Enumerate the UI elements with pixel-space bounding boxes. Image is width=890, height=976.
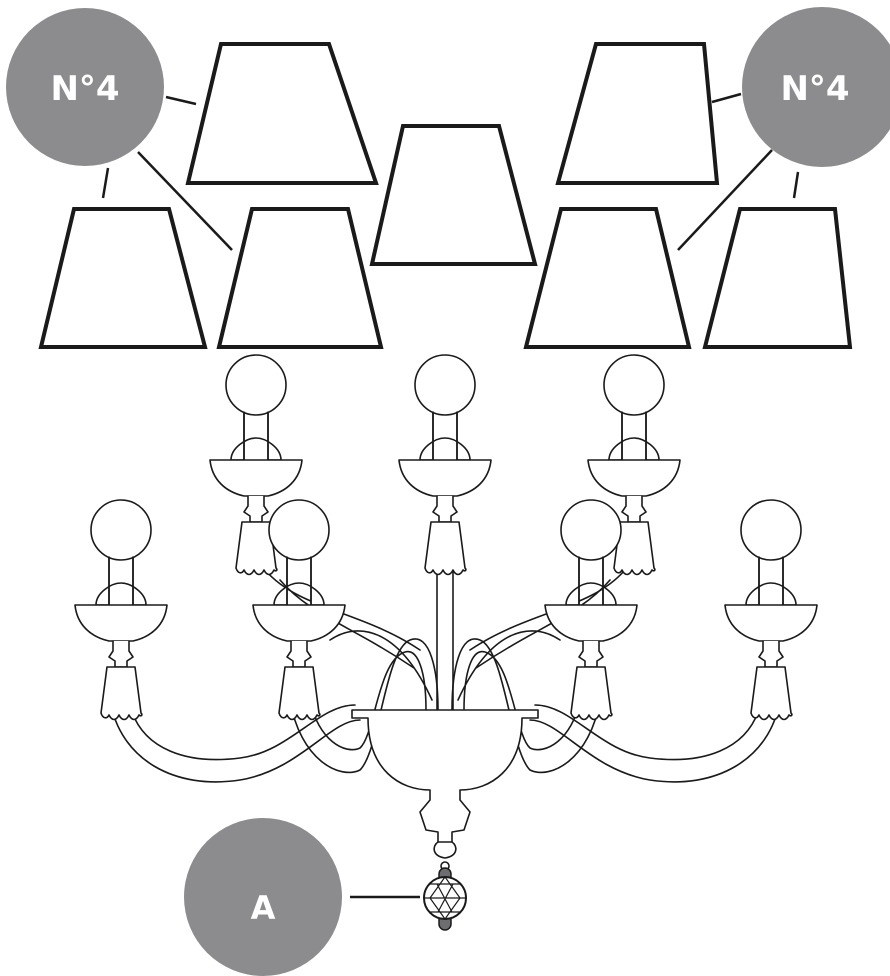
- crystal-pendant: [423, 867, 467, 931]
- chandelier-frame: [109, 569, 781, 871]
- lampshade-6: [523, 207, 692, 349]
- lampshade-7: [702, 207, 853, 349]
- lampshade-3: [369, 124, 538, 266]
- candle-arms: [74, 354, 818, 721]
- lampshade-2: [555, 42, 720, 185]
- callout-circle: [742, 7, 890, 167]
- callout-label: A: [251, 889, 276, 927]
- lampshades: [38, 42, 853, 349]
- leader-lines: [101, 92, 800, 899]
- lampshade-5: [216, 207, 384, 349]
- callout-shade-left: N°4: [6, 8, 164, 166]
- callout-shade-right: N°4: [742, 7, 890, 167]
- callout-circle: [184, 818, 342, 976]
- callout-circle: [6, 8, 164, 166]
- lampshade-4: [38, 207, 208, 349]
- callout-pendant: A: [184, 818, 342, 976]
- callout-label: N°4: [50, 69, 119, 109]
- callout-label: N°4: [780, 69, 849, 109]
- lampshade-1: [185, 42, 379, 185]
